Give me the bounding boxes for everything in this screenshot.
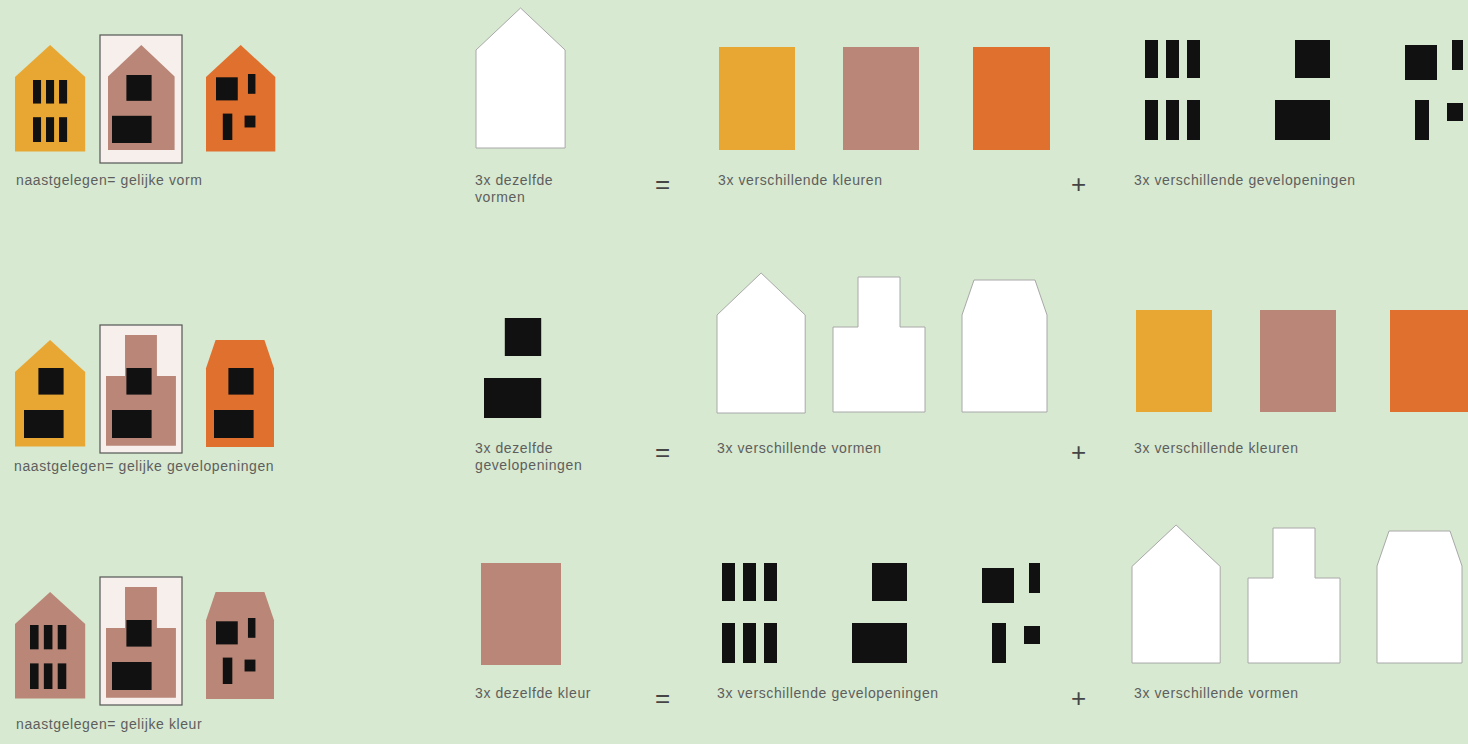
operator-sign: + — [1071, 684, 1086, 712]
white-shape — [1132, 525, 1220, 663]
house-pink — [206, 592, 274, 699]
selection-frame — [100, 577, 182, 705]
caption: 3x verschillende vormen — [717, 440, 882, 457]
house-openings — [112, 368, 152, 438]
caption: 3x dezelfde gevelopeningen — [475, 440, 593, 474]
openings — [484, 318, 541, 418]
operator-sign: = — [655, 438, 670, 466]
operator-sign: = — [655, 170, 670, 198]
house-pink — [106, 335, 176, 446]
house-openings — [30, 625, 66, 689]
house-pink — [106, 587, 176, 698]
white-shape — [833, 277, 925, 412]
house-orange — [206, 45, 275, 151]
white-shape — [1377, 531, 1462, 663]
caption: 3x verschillende gevelopeningen — [717, 685, 939, 702]
openings — [1275, 40, 1330, 140]
house-openings — [112, 620, 152, 690]
house-openings — [112, 75, 152, 143]
openings — [1145, 40, 1200, 140]
caption: 3x dezelfde vormen — [475, 172, 593, 206]
openings — [852, 563, 907, 663]
house-pink — [15, 592, 85, 698]
operator-sign: = — [655, 684, 670, 712]
selection-frame — [100, 325, 182, 453]
openings — [982, 563, 1040, 663]
caption: 3x dezelfde kleur — [475, 685, 593, 702]
color-swatch — [1260, 310, 1336, 412]
house-openings — [24, 368, 64, 438]
house-openings — [216, 74, 255, 140]
operator-sign: + — [1071, 170, 1086, 198]
selection-frame — [100, 35, 182, 163]
caption: 3x verschillende vormen — [1134, 685, 1299, 702]
color-swatch — [1390, 310, 1468, 412]
color-swatch — [843, 47, 919, 150]
color-swatch — [973, 47, 1050, 150]
house-openings — [216, 618, 255, 684]
color-swatch — [1136, 310, 1212, 412]
caption: 3x verschillende kleuren — [718, 172, 883, 189]
white-shape — [717, 273, 805, 413]
house-pink — [108, 45, 175, 150]
white-shape — [476, 8, 565, 148]
house-orange — [206, 340, 274, 447]
operator-sign: + — [1071, 438, 1086, 466]
caption: naastgelegen= gelijke vorm — [16, 172, 202, 189]
caption: 3x verschillende gevelopeningen — [1134, 172, 1356, 189]
color-swatch — [481, 563, 561, 665]
openings — [722, 563, 777, 663]
white-shape — [962, 280, 1047, 412]
color-swatch — [719, 47, 795, 150]
caption: naastgelegen= gelijke gevelopeningen — [14, 458, 274, 475]
openings — [1405, 40, 1463, 140]
white-shape — [1248, 528, 1340, 663]
caption: 3x verschillende kleuren — [1134, 440, 1299, 457]
house-yellow — [15, 340, 85, 446]
house-yellow — [15, 45, 85, 151]
house-openings — [214, 368, 254, 438]
house-openings — [33, 80, 67, 142]
caption: naastgelegen= gelijke kleur — [16, 716, 202, 733]
